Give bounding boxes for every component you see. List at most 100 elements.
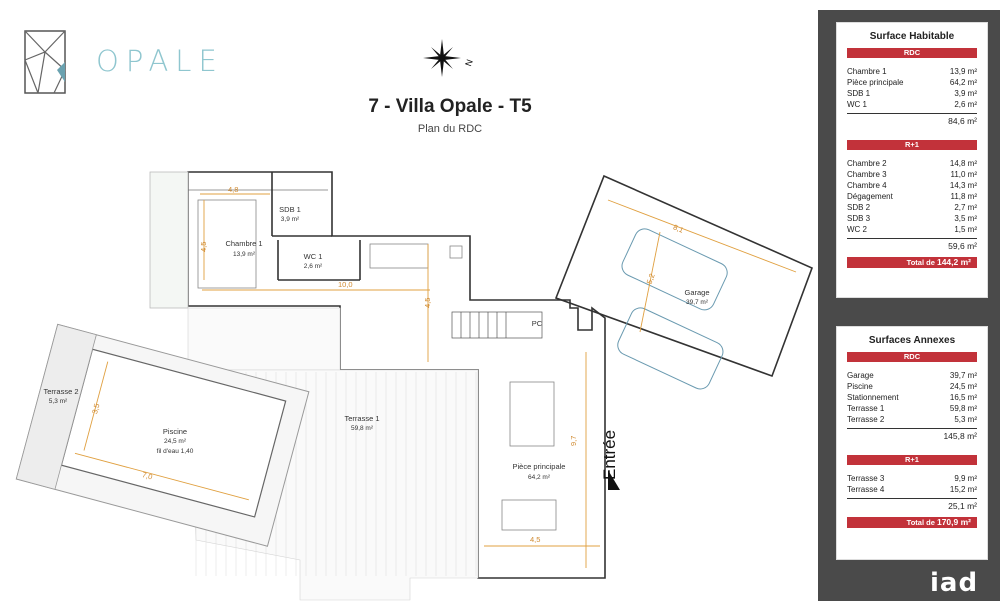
room-area: 2,6 m² [304, 263, 323, 270]
row-value: 13,9 m² [949, 67, 977, 76]
room-name: Garage [684, 288, 709, 297]
section-bar-r1: R+1 [847, 140, 977, 150]
table-row: Stationnement 16,5 m² [847, 392, 977, 403]
card-surfaces-annexes: Surfaces Annexes RDC Garage 39,7 m² Pisci… [836, 326, 988, 560]
subtotal: 59,6 m² [847, 238, 977, 251]
row-value: 3,9 m² [954, 89, 977, 98]
room-name: Chambre 1 [225, 239, 262, 248]
total-label: Total de [906, 258, 935, 267]
entrance-label: Entrée [600, 429, 619, 480]
room-area: 13,9 m² [233, 251, 256, 258]
iad-watermark: iad [930, 568, 979, 598]
room-note: fil d'eau 1,40 [157, 448, 194, 455]
row-name: Terrasse 4 [847, 485, 885, 494]
row-value: 24,5 m² [949, 382, 977, 391]
table-row: Chambre 4 14,3 m² [847, 180, 977, 191]
row-name: Garage [847, 371, 874, 380]
dimension-label: 9,7 [569, 436, 578, 446]
total-value: 144,2 m² [936, 257, 971, 267]
total-bar: Total de 170,9 m² [847, 517, 977, 528]
row-value: 15,2 m² [949, 485, 977, 494]
dimension-label: 4,5 [199, 242, 208, 252]
total-bar: Total de 144,2 m² [847, 257, 977, 268]
pc-label: PC [532, 319, 543, 328]
section-bar-rdc: RDC [847, 48, 977, 58]
subtotal: 145,8 m² [847, 428, 977, 441]
room-name: WC 1 [304, 252, 323, 261]
room-name: Piscine [163, 427, 187, 436]
row-value: 11,8 m² [950, 192, 977, 201]
row-name: Terrasse 3 [847, 474, 885, 483]
room-area: 5,3 m² [49, 398, 68, 405]
table-row: WC 2 1,5 m² [847, 224, 977, 235]
row-value: 14,8 m² [949, 159, 977, 168]
dimension-label: 7,0 [141, 470, 153, 481]
dimension-label: 4,8 [228, 185, 238, 194]
row-value: 2,7 m² [954, 203, 977, 212]
dimension-label: 4,5 [530, 535, 540, 544]
card-title: Surface Habitable [869, 31, 955, 42]
row-name: WC 2 [847, 225, 867, 234]
floor-plan: 4,8 4,5 10,0 4,5 8,1 5,2 3,5 7,0 9,7 4,5… [15, 171, 814, 601]
row-name: Chambre 2 [847, 159, 887, 168]
row-value: 11,0 m² [950, 170, 977, 179]
rows-annexes-rdc: Garage 39,7 m² Piscine 24,5 m² Stationneme… [847, 370, 977, 425]
room-area: 64,2 m² [528, 474, 551, 481]
row-value: 1,5 m² [954, 225, 977, 234]
row-name: SDB 1 [847, 89, 871, 98]
subtotal: 84,6 m² [847, 113, 977, 126]
row-value: 3,5 m² [954, 214, 977, 223]
opale-logo-icon [24, 30, 66, 94]
dimension-label: 10,0 [338, 280, 353, 289]
north-label: N [463, 58, 475, 68]
row-name: Chambre 4 [847, 181, 887, 190]
room-area: 59,8 m² [351, 425, 374, 432]
rows-habitable-r1: Chambre 2 14,8 m² Chambre 3 11,0 m² Chambr… [847, 158, 977, 235]
room-area: 39,7 m² [686, 299, 709, 306]
row-name: SDB 3 [847, 214, 871, 223]
table-row: Terrasse 4 15,2 m² [847, 484, 977, 495]
total-value: 170,9 m² [936, 517, 971, 527]
row-value: 39,7 m² [949, 371, 977, 380]
row-value: 2,6 m² [954, 100, 977, 109]
row-name: Chambre 3 [847, 170, 887, 179]
card-title: Surfaces Annexes [868, 335, 956, 346]
room-name: Terrasse 1 [344, 414, 379, 423]
row-name: Terrasse 1 [847, 404, 885, 413]
table-row: Terrasse 1 59,8 m² [847, 403, 977, 414]
subtotal: 25,1 m² [847, 498, 977, 511]
row-value: 59,8 m² [949, 404, 977, 413]
table-row: WC 1 2,6 m² [847, 99, 977, 110]
table-row: SDB 3 3,5 m² [847, 213, 977, 224]
row-name: Piscine [847, 382, 873, 391]
row-name: Pièce principale [847, 78, 904, 87]
compass-rose-icon: N [423, 39, 475, 77]
row-name: Stationnement [847, 393, 899, 402]
row-value: 9,9 m² [954, 474, 977, 483]
room-name: Pièce principale [513, 462, 566, 471]
row-value: 16,5 m² [949, 393, 977, 402]
table-row: SDB 1 3,9 m² [847, 88, 977, 99]
page-title: 7 - Villa Opale - T5 [368, 96, 532, 117]
rows-annexes-r1: Terrasse 3 9,9 m² Terrasse 4 15,2 m² [847, 473, 977, 495]
page-subtitle: Plan du RDC [417, 123, 483, 135]
dimension-label: 8,1 [672, 223, 685, 235]
brand-name: OPALE [96, 44, 224, 78]
section-bar-r1: R+1 [847, 455, 977, 465]
dimension-label: 4,5 [423, 298, 432, 308]
dimension-label: 3,5 [90, 402, 101, 414]
total-label: Total de [906, 518, 935, 527]
table-row: Chambre 2 14,8 m² [847, 158, 977, 169]
room-name: Terrasse 2 [43, 387, 78, 396]
row-value: 14,3 m² [949, 181, 977, 190]
row-name: WC 1 [847, 100, 867, 109]
table-row: Garage 39,7 m² [847, 370, 977, 381]
row-name: SDB 2 [847, 203, 871, 212]
table-row: Terrasse 3 9,9 m² [847, 473, 977, 484]
section-bar-rdc: RDC [847, 352, 977, 362]
